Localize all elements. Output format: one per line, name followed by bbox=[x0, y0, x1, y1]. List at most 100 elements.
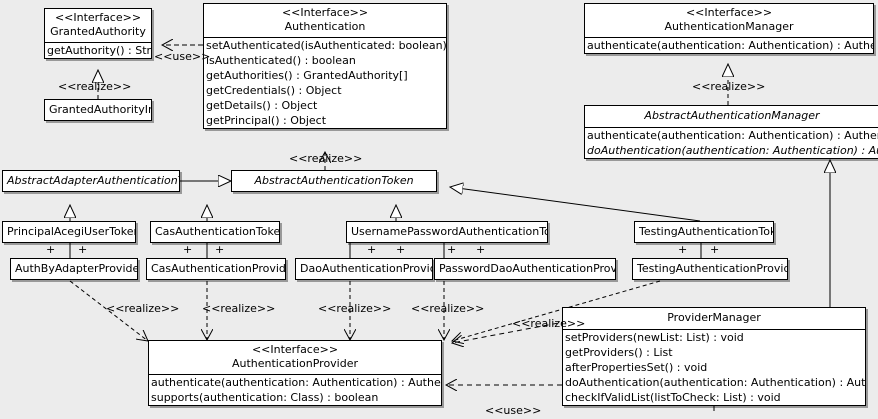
method-row: authenticate(authentication: Authenticat… bbox=[587, 129, 878, 142]
class-header: AbstractAuthenticationManager bbox=[585, 106, 878, 127]
method-compartment: setProviders(newList: List) : void getPr… bbox=[563, 329, 865, 405]
multiplicity-marker: + bbox=[447, 243, 457, 256]
class-dao-authentication-provider[interactable]: DaoAuthenticationProvider bbox=[295, 258, 433, 280]
class-name: Authentication bbox=[284, 20, 366, 33]
method-row: checkIfValidList(listToCheck: List) : vo… bbox=[565, 391, 781, 404]
method-row: afterPropertiesSet() : void bbox=[565, 361, 708, 374]
class-header: CasAuthenticationToken bbox=[151, 222, 279, 242]
method-compartment: setAuthenticated(isAuthenticated: boolea… bbox=[204, 37, 446, 128]
class-name: AbstractAuthenticationManager bbox=[644, 109, 820, 122]
class-header: AbstractAdapterAuthenticationToken bbox=[3, 171, 179, 191]
edge-generalize-testing-token bbox=[450, 187, 701, 222]
class-name: AbstractAdapterAuthenticationToken bbox=[7, 174, 179, 187]
class-name: CasAuthenticationToken bbox=[155, 225, 280, 238]
multiplicity-marker: + bbox=[396, 243, 406, 256]
stereotype-label: <<Interface>> bbox=[281, 6, 369, 19]
edge-label-use-granted-authority: <<use>> bbox=[154, 50, 211, 63]
multiplicity-marker: + bbox=[46, 243, 56, 256]
class-header: TestingAuthenticationToken bbox=[635, 222, 773, 242]
class-granted-authority[interactable]: <<Interface>> GrantedAuthority getAuthor… bbox=[44, 8, 152, 59]
method-row: doAuthentication(authentication: Authent… bbox=[565, 376, 866, 389]
edge-label-realize-authentication: <<realize>> bbox=[289, 152, 363, 165]
class-header: <<Interface>> AuthenticationManager bbox=[585, 4, 873, 37]
class-header: TestingAuthenticationProvider bbox=[633, 259, 787, 279]
class-name: AuthenticationManager bbox=[664, 20, 794, 33]
class-name: AuthenticationProvider bbox=[231, 357, 359, 370]
edge-label-realize-granted-authority: <<realize>> bbox=[58, 80, 132, 93]
edge-label-realize-password-dao-provider: <<realize>> bbox=[411, 302, 485, 315]
multiplicity-marker: + bbox=[678, 243, 688, 256]
edge-label-realize-cas-provider: <<realize>> bbox=[202, 302, 276, 315]
class-name: CasAuthenticationProvider bbox=[151, 262, 286, 275]
method-row: setProviders(newList: List) : void bbox=[565, 331, 744, 344]
class-header: UsernamePasswordAuthenticationToken bbox=[347, 222, 547, 242]
method-compartment: authenticate(authentication: Authenticat… bbox=[585, 127, 878, 158]
class-name: GrantedAuthority bbox=[50, 25, 146, 38]
method-row: getCredentials() : Object bbox=[206, 84, 342, 97]
class-header: PasswordDaoAuthenticationProvider bbox=[435, 259, 615, 279]
class-header: CasAuthenticationProvider bbox=[147, 259, 285, 279]
class-abstract-adapter-authentication-token[interactable]: AbstractAdapterAuthenticationToken bbox=[2, 170, 180, 192]
edge-label-realize-provider-manager: <<realize>> bbox=[512, 317, 586, 330]
class-granted-authority-impl[interactable]: GrantedAuthorityImpl bbox=[44, 99, 152, 121]
class-provider-manager[interactable]: ProviderManager setProviders(newList: Li… bbox=[562, 307, 866, 406]
method-compartment: authenticate(authentication: Authenticat… bbox=[149, 374, 441, 405]
method-row: authenticate(authentication: Authenticat… bbox=[151, 376, 441, 389]
class-name: TestingAuthenticationProvider bbox=[637, 262, 788, 275]
class-authentication-provider[interactable]: <<Interface>> AuthenticationProvider aut… bbox=[148, 340, 442, 406]
class-name: AbstractAuthenticationToken bbox=[254, 174, 414, 187]
class-name: TestingAuthenticationToken bbox=[639, 225, 773, 238]
stereotype-label: <<Interface>> bbox=[685, 6, 773, 19]
class-header: AbstractAuthenticationToken bbox=[232, 171, 436, 191]
class-header: <<Interface>> Authentication bbox=[204, 4, 446, 37]
class-header: AuthByAdapterProvider bbox=[11, 259, 137, 279]
class-name: ProviderManager bbox=[667, 311, 761, 324]
multiplicity-marker: + bbox=[710, 243, 720, 256]
stereotype-label: <<Interface>> bbox=[251, 343, 339, 356]
method-compartment: authenticate(authentication: Authenticat… bbox=[585, 37, 873, 53]
multiplicity-marker: + bbox=[367, 243, 377, 256]
method-compartment: getAuthority() : String bbox=[45, 42, 151, 58]
class-cas-authentication-provider[interactable]: CasAuthenticationProvider bbox=[146, 258, 286, 280]
class-name: PrincipalAcegiUserToken bbox=[7, 225, 136, 238]
class-abstract-authentication-token[interactable]: AbstractAuthenticationToken bbox=[231, 170, 437, 192]
method-row: authenticate(authentication: Authenticat… bbox=[587, 39, 873, 52]
multiplicity-marker: + bbox=[78, 243, 88, 256]
multiplicity-marker: + bbox=[476, 243, 486, 256]
class-name: PasswordDaoAuthenticationProvider bbox=[439, 262, 615, 275]
edge-label-use-provider-manager: <<use>> bbox=[485, 404, 542, 417]
method-row: getAuthorities() : GrantedAuthority[] bbox=[206, 69, 408, 82]
class-authentication[interactable]: <<Interface>> Authentication setAuthenti… bbox=[203, 3, 447, 129]
method-row: getAuthority() : String bbox=[47, 44, 152, 57]
class-auth-by-adapter-provider[interactable]: AuthByAdapterProvider bbox=[10, 258, 138, 280]
class-testing-authentication-token[interactable]: TestingAuthenticationToken bbox=[634, 221, 774, 243]
class-authentication-manager[interactable]: <<Interface>> AuthenticationManager auth… bbox=[584, 3, 874, 54]
class-testing-authentication-provider[interactable]: TestingAuthenticationProvider bbox=[632, 258, 788, 280]
class-principal-acegi-user-token[interactable]: PrincipalAcegiUserToken bbox=[2, 221, 136, 243]
method-row: isAuthenticated() : boolean bbox=[206, 54, 356, 67]
class-header: DaoAuthenticationProvider bbox=[296, 259, 432, 279]
edge-label-realize-dao-provider: <<realize>> bbox=[318, 302, 392, 315]
multiplicity-marker: + bbox=[215, 243, 225, 256]
method-row: getProviders() : List bbox=[565, 346, 673, 359]
class-cas-authentication-token[interactable]: CasAuthenticationToken bbox=[150, 221, 280, 243]
class-header: PrincipalAcegiUserToken bbox=[3, 222, 135, 242]
class-header: <<Interface>> GrantedAuthority bbox=[45, 9, 151, 42]
method-row: setAuthenticated(isAuthenticated: boolea… bbox=[206, 39, 447, 52]
class-header: GrantedAuthorityImpl bbox=[45, 100, 151, 120]
method-row: supports(authentication: Class) : boolea… bbox=[151, 391, 379, 404]
class-password-dao-authentication-provider[interactable]: PasswordDaoAuthenticationProvider bbox=[434, 258, 616, 280]
multiplicity-marker: + bbox=[183, 243, 193, 256]
class-name: AuthByAdapterProvider bbox=[15, 262, 138, 275]
class-name: GrantedAuthorityImpl bbox=[49, 103, 151, 116]
class-username-password-authentication-token[interactable]: UsernamePasswordAuthenticationToken bbox=[346, 221, 548, 243]
method-row: getDetails() : Object bbox=[206, 99, 318, 112]
class-abstract-authentication-manager[interactable]: AbstractAuthenticationManager authentica… bbox=[584, 105, 878, 159]
edge-label-realize-auth-by-adapter: <<realize>> bbox=[106, 302, 180, 315]
class-header: <<Interface>> AuthenticationProvider bbox=[149, 341, 441, 374]
method-row: doAuthentication(authentication: Authent… bbox=[587, 144, 878, 157]
edge-label-realize-authentication-manager: <<realize>> bbox=[692, 80, 766, 93]
class-name: DaoAuthenticationProvider bbox=[300, 262, 432, 275]
class-name: UsernamePasswordAuthenticationToken bbox=[351, 225, 547, 238]
